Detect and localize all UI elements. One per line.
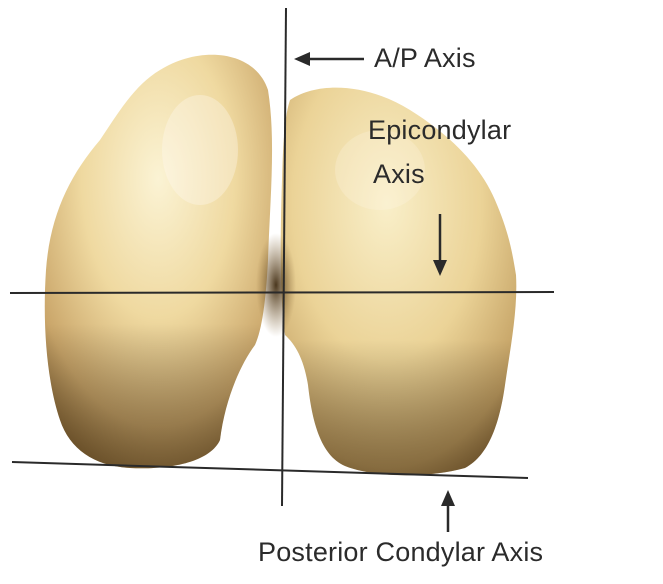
epicondylar-axis-line: [10, 292, 554, 293]
epicondylar-axis-label-line2: Axis: [373, 160, 425, 190]
intercondylar-notch: [256, 233, 296, 337]
ap-axis-arrow: [294, 52, 364, 66]
epicondylar-axis-label-line1: Epicondylar: [368, 116, 511, 146]
posterior-condylar-axis-label: Posterior Condylar Axis: [258, 538, 543, 568]
ap-axis-label: A/P Axis: [374, 44, 476, 74]
posterior-condylar-axis-arrow: [441, 490, 455, 532]
